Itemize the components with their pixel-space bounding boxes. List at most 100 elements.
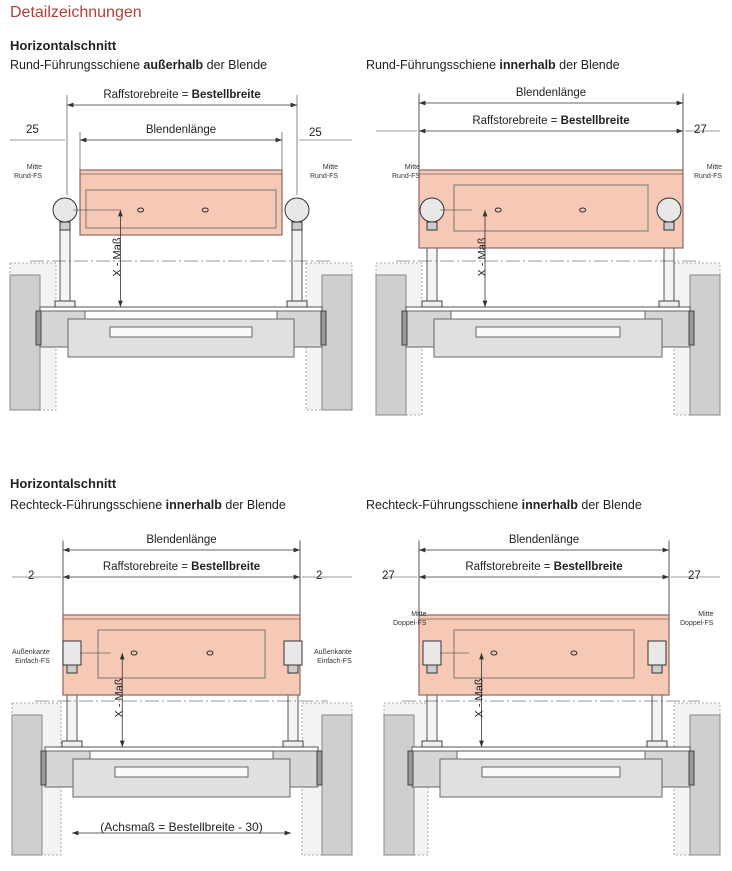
- offset-right-value: 25: [309, 127, 322, 139]
- dimension-label-raffstorebreite: Raffstorebreite = Bestellbreite: [103, 89, 260, 101]
- callout-text: Mitte: [26, 164, 43, 171]
- mounting-hole: [201, 207, 209, 213]
- mounting-hole: [579, 207, 587, 213]
- blende-inner-panel: [85, 189, 277, 229]
- mounting-hole: [494, 207, 502, 213]
- rail-bracket: [66, 664, 78, 674]
- callout-text: Rund-FS: [14, 173, 43, 180]
- dimension-label-blendenlaenge: Blendenlänge: [508, 534, 580, 546]
- achsmass-note: (Achsmaß = Bestellbreite - 30): [100, 820, 263, 834]
- subtitle-text: der Blende: [577, 498, 642, 512]
- callout-text: Rund-FS: [694, 173, 723, 180]
- seal-right: [688, 750, 695, 786]
- rectangular-guide-rail: [422, 640, 442, 666]
- subtitle-emphasis: innerhalb: [165, 498, 222, 512]
- support-post: [59, 224, 71, 308]
- dimension-text: Bestellbreite: [553, 561, 623, 573]
- window-glass: [114, 766, 249, 778]
- blende-box: [79, 169, 283, 236]
- mounting-plate: [61, 740, 83, 748]
- callout-text: Mitte: [706, 164, 723, 171]
- dimension-text: Raffstorebreite =: [465, 561, 554, 573]
- callout-text: Mitte: [698, 611, 714, 618]
- window-sash: [433, 318, 663, 358]
- seal-left: [40, 750, 47, 786]
- dimension-text: Raffstorebreite =: [103, 89, 192, 101]
- wall-right: [689, 274, 721, 416]
- wall-right: [321, 714, 353, 856]
- blende-box: [418, 169, 684, 249]
- wall-right: [689, 714, 721, 856]
- mounting-hole: [130, 650, 138, 656]
- mounting-hole: [490, 650, 498, 656]
- page-title: Detailzeichnungen: [10, 4, 142, 21]
- mounting-plate: [282, 740, 304, 748]
- blende-inner-panel: [97, 629, 266, 679]
- seal-right: [688, 310, 695, 346]
- wall-left: [375, 274, 407, 416]
- mounting-plate: [421, 740, 443, 748]
- subtitle-emphasis: außerhalb: [143, 58, 204, 72]
- section-subtitle: Rund-Führungsschiene außerhalb der Blend…: [10, 58, 267, 72]
- dimension-label-raffstorebreite: Raffstorebreite = Bestellbreite: [465, 561, 622, 573]
- offset-left-value: 25: [26, 124, 39, 136]
- callout-text: Mitte: [411, 611, 427, 618]
- callout-text: Außenkante: [314, 649, 352, 656]
- section-heading: Horizontalschnitt: [10, 38, 117, 53]
- dimension-label-blendenlaenge: Blendenlänge: [145, 124, 217, 136]
- subtitle-text: der Blende: [555, 58, 620, 72]
- dimension-text: Raffstorebreite =: [472, 115, 561, 127]
- round-guide-rail: [656, 197, 682, 223]
- window-sill-line: [39, 306, 323, 312]
- blende-box: [418, 614, 670, 696]
- callout-text: Mitte: [404, 164, 421, 171]
- window-glass: [109, 326, 253, 338]
- subtitle-text: Rechteck-Führungsschiene: [10, 498, 166, 512]
- section-heading: Horizontalschnitt: [10, 476, 117, 491]
- offset-left-value: 27: [382, 570, 395, 582]
- callout-text: Doppel-FS: [393, 620, 427, 627]
- mounting-plate: [421, 300, 443, 308]
- subtitle-text: Rechteck-Führungsschiene: [366, 498, 522, 512]
- seal-right: [320, 310, 327, 346]
- section-subtitle: Rechteck-Führungsschiene innerhalb der B…: [366, 498, 642, 512]
- wall-left: [383, 714, 415, 856]
- subtitle-text: Rund-Führungsschiene: [10, 58, 144, 72]
- offset-left-value: 2: [28, 570, 35, 582]
- x-mass-label: X - Maß: [476, 236, 489, 277]
- round-guide-rail: [284, 197, 310, 223]
- rail-bracket: [59, 221, 71, 231]
- subtitle-text: Rund-Führungsschiene: [366, 58, 500, 72]
- support-post: [291, 224, 303, 308]
- blende-inner-panel: [453, 629, 635, 679]
- callout-text: Rund-FS: [392, 173, 421, 180]
- rail-bracket: [291, 221, 303, 231]
- rail-bracket: [287, 664, 299, 674]
- dimension-text: Raffstorebreite =: [102, 561, 192, 573]
- offset-right-value: 27: [694, 124, 707, 136]
- mounting-plate: [54, 300, 76, 308]
- subtitle-emphasis: innerhalb: [499, 58, 556, 72]
- rail-bracket: [426, 664, 438, 674]
- window-sill-line: [44, 746, 319, 752]
- callout-text: Außenkante: [12, 649, 50, 656]
- mounting-hole: [570, 650, 578, 656]
- section-subtitle: Rund-Führungsschiene innerhalb der Blend…: [366, 58, 620, 72]
- window-sill-line: [405, 306, 691, 312]
- rail-bracket: [426, 221, 438, 231]
- mounting-plate: [286, 300, 308, 308]
- window-sash: [72, 758, 291, 798]
- x-mass-label: X - Maß: [473, 678, 486, 718]
- window-sash: [67, 318, 295, 358]
- rectangular-guide-rail: [62, 640, 82, 666]
- seal-right: [316, 750, 323, 786]
- blende-inner-panel: [453, 184, 649, 232]
